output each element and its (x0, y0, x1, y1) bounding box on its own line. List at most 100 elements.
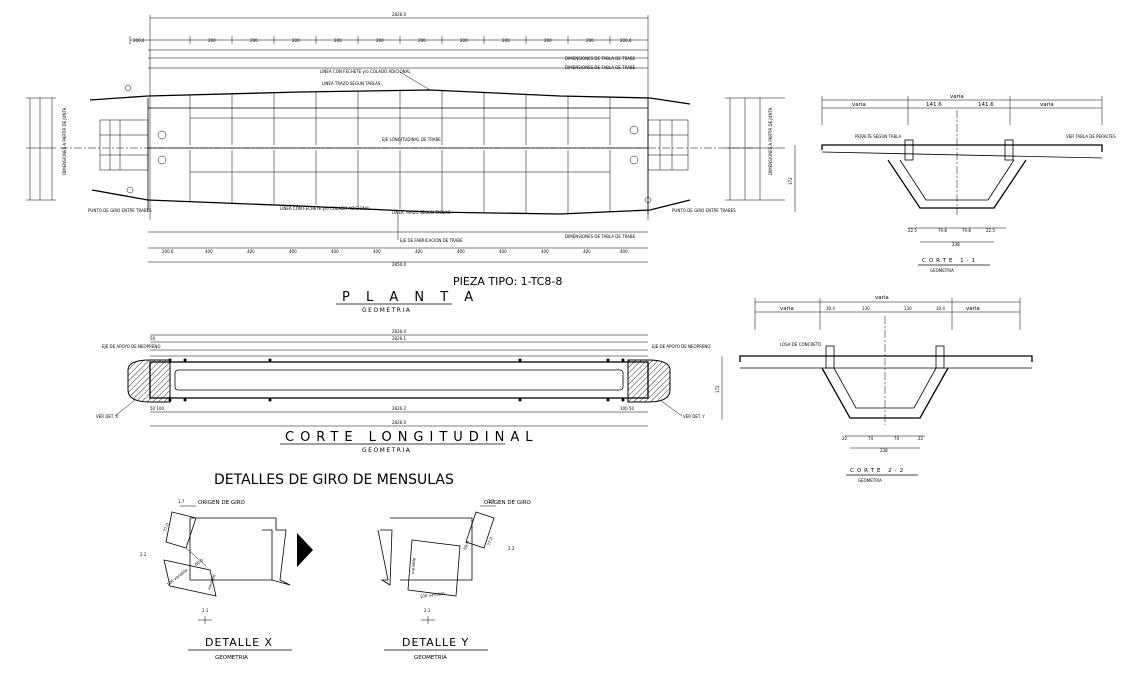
plan-bottom-edge (91, 189, 691, 215)
s2-dim: varia (966, 306, 980, 312)
long-right-label: VER DET. Y (683, 414, 705, 419)
long-beam-body (149, 361, 649, 399)
det-x-dim-g: variable (206, 573, 216, 590)
plan-note-center: EJE LONGITUDINAL DE TRABE (382, 137, 441, 142)
plan-note-top-right-2: DIMENSIONES DE TABLA DE TRABE (565, 65, 636, 70)
long-left-label: VER DET. X (96, 414, 118, 419)
s2-btotal: 238 (880, 448, 888, 453)
det-y-dim-b: 77.0 (486, 536, 494, 546)
long-bottom-dim: 2826.2 (392, 406, 406, 411)
plan-title: P L A N T A (342, 290, 479, 305)
plan-top-dim: 200 (544, 38, 552, 43)
det-x-title: DETALLE X (205, 636, 273, 649)
plan-left-side-text: DIMENSIONES A PARTIR DE JUNTA (62, 107, 67, 175)
det-y-title: DETALLE Y (402, 636, 469, 649)
plan-left-dims: DIMENSIONES A PARTIR DE JUNTA (26, 97, 67, 201)
s2-top: varia (875, 295, 889, 301)
s1-top: varia (950, 94, 964, 100)
det-x-bracket-top (165, 511, 197, 549)
long-right-top-note: EJE DE APOYO DE NEOPRENO (652, 344, 711, 349)
plan-note-top-center-2: LINEA TRAZO SEGUN TABLAS (322, 81, 381, 86)
plan-top-dims: 200.0 200 200 200 200 200 200 200 200 20… (133, 38, 632, 43)
piece-label: PIEZA TIPO: 1-TC8-8 (453, 275, 562, 288)
plan-top-dim: 200 (292, 38, 300, 43)
plan-bottom-dim: 400 (247, 249, 255, 254)
s2-title: CORTE 2-2 (850, 468, 906, 474)
long-inserts (168, 358, 625, 402)
long-bottom-dim-2: 2826.0 (392, 420, 406, 425)
det-x-dim-b: 77.0 (162, 522, 170, 532)
plan-top-dim: 200 (460, 38, 468, 43)
s2-dim: 130 (904, 306, 912, 311)
plan-right-side-text: DIMENSIONES A PARTIR DE JUNTA (768, 107, 773, 175)
s1-bdim: 22.5 (908, 228, 917, 233)
plan-top-dim: 200 (376, 38, 384, 43)
long-right-hatch (627, 359, 671, 403)
det-y-dim-a: 1.7 (488, 499, 495, 504)
detail-y: 1.7 ORIGEN DE GIRO 77.0 2.2 2.1 100 vari… (377, 499, 532, 661)
plan-bottom-dim: 400 (620, 249, 628, 254)
plan-note-right-giro: PUNTO DE GIRO ENTRE TRABES (672, 208, 736, 213)
det-y-dim-c: 2.2 (508, 546, 515, 551)
det-x-dim-c: 2.2 (140, 552, 147, 557)
plan-note-bottom-center: LINEA CON FECHETE y/o COLADO ADICIONAL (280, 206, 371, 211)
plan-top-dim: 200 (208, 38, 216, 43)
det-y-dim-e: 100 variable (419, 590, 445, 599)
plan-note-top-right-1: DIMENSIONES DE TABLA DE TRABE (565, 56, 636, 61)
s1-dim: varia (852, 102, 866, 108)
detail-x: 1.7 ORIGEN DE GIRO 77.0 2.2 2.1 100 vari… (140, 499, 313, 661)
s1-btotal: 238 (952, 242, 960, 247)
det-x-dim-e: 100 variable (166, 567, 189, 587)
plan-top-dim: 200 (502, 38, 510, 43)
plan-note-top-center: LINEA CON FECHETE y/o COLADO ADICIONAL (320, 69, 411, 74)
long-beam-void (174, 369, 624, 391)
plan-top-dim: 200 (250, 38, 258, 43)
s1-left-note: PERALTE SEGUN TABLA (855, 134, 902, 139)
section-1-1: varia varia 141.6 141.6 varia 22.5 79.8 … (788, 94, 1116, 273)
long-right-small-b: 100 50 (620, 406, 634, 411)
long-top-dim: 2826.0 (392, 329, 406, 334)
long-left-hatch (127, 359, 171, 403)
s1-dim: 141.6 (926, 102, 942, 108)
det-y-dim-g: variable (410, 557, 416, 574)
s1-bdim: 79.8 (938, 228, 947, 233)
s2-note: LOSA DE CONCRETO (780, 342, 821, 347)
s1-bdim: 22.5 (986, 228, 995, 233)
section-2-2: varia varia 30.4 130 130 30.4 varia 22 7… (715, 295, 1033, 483)
s2-bdim: 74 (894, 436, 900, 441)
s2-bdim: 74 (868, 436, 874, 441)
s2-dim: varia (780, 306, 794, 312)
long-left-small-b: 50 100 (150, 406, 164, 411)
det-x-origin: ORIGEN DE GIRO (198, 500, 246, 506)
plan-top-dim: 200 (418, 38, 426, 43)
det-x-arrow-icon (297, 533, 313, 567)
plan-bottom-dims: 200.6 400 400 400 400 400 400 400 400 40… (162, 249, 628, 254)
s1-dim: 141.6 (978, 102, 994, 108)
plan-view: 2826.0 200.0 200 200 200 200 200 200 200… (26, 12, 785, 314)
long-title: CORTE LONGITUDINAL (285, 430, 539, 445)
det-y-bracket-bottom (407, 539, 461, 597)
plan-bottom-dim: 400 (457, 249, 465, 254)
plan-note-bottom-fab: EJE DE FABRICACION DE TRABE (400, 238, 463, 243)
det-x-dim-a: 1.7 (178, 499, 185, 504)
plan-top-dim: 200.0 (133, 38, 145, 43)
s2-dim: 30.4 (826, 306, 835, 311)
det-x-subtitle: GEOMETRIA (215, 655, 248, 661)
plan-right-dims: DIMENSIONES A PARTIR DE JUNTA (725, 97, 785, 201)
plan-right-end (629, 119, 689, 204)
long-left-top-note: EJE DE APOYO DE NEOPRENO (102, 344, 161, 349)
s2-bdim: 22 (918, 436, 924, 441)
plan-bottom-dim: 400 (541, 249, 549, 254)
det-y-subtitle: GEOMETRIA (414, 655, 447, 661)
details-heading: DETALLES DE GIRO DE MENSULAS (214, 472, 454, 488)
plan-bottom-overall: 2850.0 (392, 262, 406, 267)
plan-note-left-giro: PUNTO DE GIRO ENTRE TRABES (88, 208, 152, 213)
det-y-bracket-top (465, 511, 495, 549)
plan-left-end (99, 84, 167, 194)
plan-top-overall: 2826.0 (392, 12, 406, 17)
s1-right-note: VER TABLA DE PERALTES (1066, 134, 1116, 139)
plan-bottom-dim: 400 (205, 249, 213, 254)
det-y-origin: ORIGEN DE GIRO (484, 500, 532, 506)
plan-top-dim: 200.0 (620, 38, 632, 43)
